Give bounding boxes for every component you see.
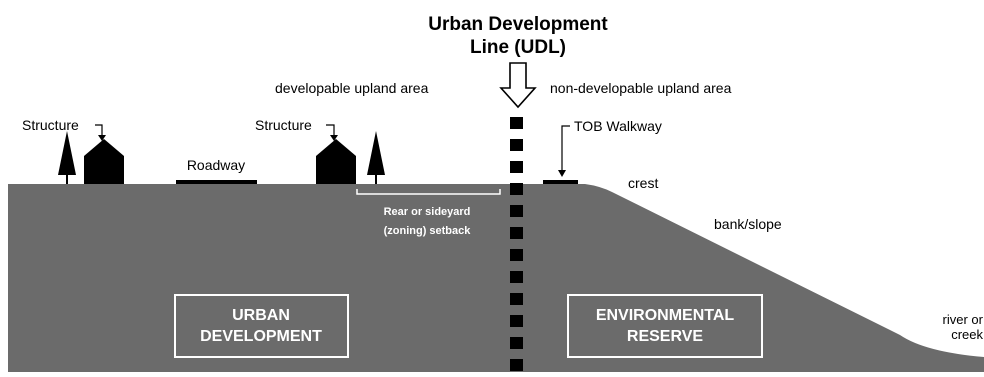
urban-development-line-2: DEVELOPMENT <box>200 328 322 345</box>
setback-bracket <box>356 189 501 195</box>
developable-area-label: developable upland area <box>275 80 429 96</box>
river-label-line-2: creek <box>951 327 983 342</box>
house-icon <box>84 139 124 184</box>
tob-walkway-surface <box>543 180 578 184</box>
environmental-reserve-line-2: RESERVE <box>627 328 704 345</box>
ground-terrain <box>8 184 984 372</box>
tob-walkway-label: TOB Walkway <box>574 118 662 134</box>
urban-development-line-1: URBAN <box>232 307 290 324</box>
house-icon <box>316 139 356 184</box>
structure-right-callout <box>326 124 335 138</box>
tree-icon <box>367 131 385 184</box>
roadway-label: Roadway <box>187 157 245 173</box>
structure-left-callout-tip <box>98 135 106 141</box>
structure-right-label: Structure <box>255 117 312 133</box>
tob-walkway-callout <box>561 125 570 172</box>
environmental-reserve-box <box>567 294 763 358</box>
structure-left-callout <box>95 124 103 138</box>
environmental-reserve-line-1: ENVIRONMENTAL <box>596 307 735 324</box>
roadway-surface <box>176 180 257 184</box>
tob-walkway-callout-tip <box>558 170 566 177</box>
setback-label-line-2: (zoning) setback <box>384 225 472 237</box>
structure-left-label: Structure <box>22 117 79 133</box>
tree-icon <box>58 131 76 184</box>
structure-right-callout-tip <box>330 135 338 141</box>
title-line-2: Line (UDL) <box>470 37 566 58</box>
river-label-line-1: river or <box>943 312 984 327</box>
bank-slope-label: bank/slope <box>714 216 782 232</box>
non-developable-area-label: non-developable upland area <box>550 80 732 96</box>
down-arrow-icon <box>499 62 537 109</box>
title-line-1: Urban Development <box>428 14 608 35</box>
setback-label-line-1: Rear or sideyard <box>384 206 471 218</box>
crest-label: crest <box>628 175 658 191</box>
urban-development-box <box>174 294 349 358</box>
udl-dashed-line <box>510 117 523 371</box>
